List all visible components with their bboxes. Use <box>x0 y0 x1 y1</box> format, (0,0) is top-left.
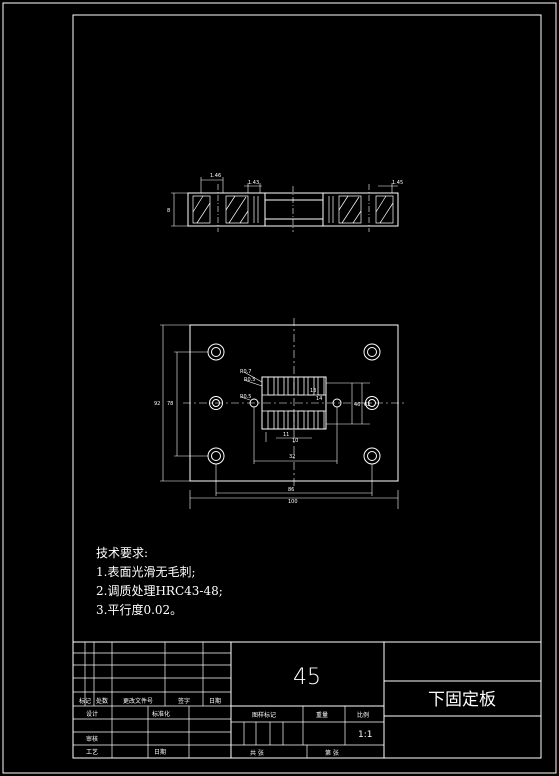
dim-plan-11: 11 <box>283 432 289 438</box>
title-block <box>72 641 542 759</box>
dim-plan-62: 62 <box>364 402 370 408</box>
dim-side-1: 1.46 <box>210 173 221 179</box>
sheet-total: 共 张 <box>250 749 264 757</box>
technical-requirements: 技术要求: 1.表面光滑无毛刺; 2.调质处理HRC43-48; 3.平行度0.… <box>96 544 223 620</box>
dim-plan-92: 92 <box>154 401 160 407</box>
dim-plan-32: 32 <box>289 454 295 460</box>
dim-plan-10: 10 <box>292 438 298 444</box>
weight-label: 重量 <box>316 711 328 719</box>
section-dimension-lines <box>171 177 398 227</box>
row-review: 审核 <box>86 735 98 743</box>
requirement-item-2: 2.调质处理HRC43-48; <box>96 584 223 598</box>
requirement-item-1: 1.表面光滑无毛刺; <box>96 565 196 579</box>
dim-side-3: 1.45 <box>392 180 403 186</box>
material-label: 45 <box>293 665 321 690</box>
dim-plan-46: 46 <box>354 402 360 408</box>
part-name: 下固定板 <box>428 690 496 710</box>
ratio-label: 比例 <box>357 711 369 719</box>
dim-plan-86: 86 <box>288 487 294 493</box>
dim-plan-r07: R0.7 <box>240 369 251 375</box>
section-recess <box>264 199 324 220</box>
dim-side-2: 1.43 <box>248 180 259 186</box>
plan-view <box>160 318 404 509</box>
section-hatching <box>192 195 394 224</box>
plan-dimension-lines <box>160 324 399 509</box>
dim-plan-78: 78 <box>167 401 173 407</box>
sheet-number: 第 张 <box>325 749 339 757</box>
rev-label-sign: 签字 <box>178 697 190 705</box>
stage-marks-label: 图样标记 <box>252 711 276 719</box>
standardization-label: 标准化 <box>152 710 170 718</box>
section-outline <box>187 192 399 227</box>
rev-label-mark: 标记 <box>79 697 91 705</box>
row-design: 设计 <box>86 710 98 718</box>
row-process: 工艺 <box>86 748 98 756</box>
inner-frame-border <box>72 14 542 759</box>
dim-side-4: 8 <box>167 208 170 214</box>
dim-plan-100: 100 <box>288 499 298 505</box>
rev-label-count: 处数 <box>96 697 108 705</box>
requirement-item-3: 3.平行度0.02。 <box>96 603 183 617</box>
dim-plan-r05a: R0.5 <box>244 377 255 383</box>
approval-label: 日期 <box>154 748 166 756</box>
cavity-slots <box>262 376 326 430</box>
corner-holes <box>207 343 381 465</box>
section-view <box>171 177 399 232</box>
dim-plan-14: 14 <box>316 396 322 402</box>
dim-plan-r05b: R0.5 <box>240 394 251 400</box>
technical-requirements-heading: 技术要求: <box>96 546 149 560</box>
rev-label-date: 日期 <box>209 697 221 705</box>
scale-value: 1:1 <box>358 730 372 740</box>
rev-label-doc: 更改文件号 <box>123 697 153 705</box>
dim-plan-13: 13 <box>310 388 316 394</box>
